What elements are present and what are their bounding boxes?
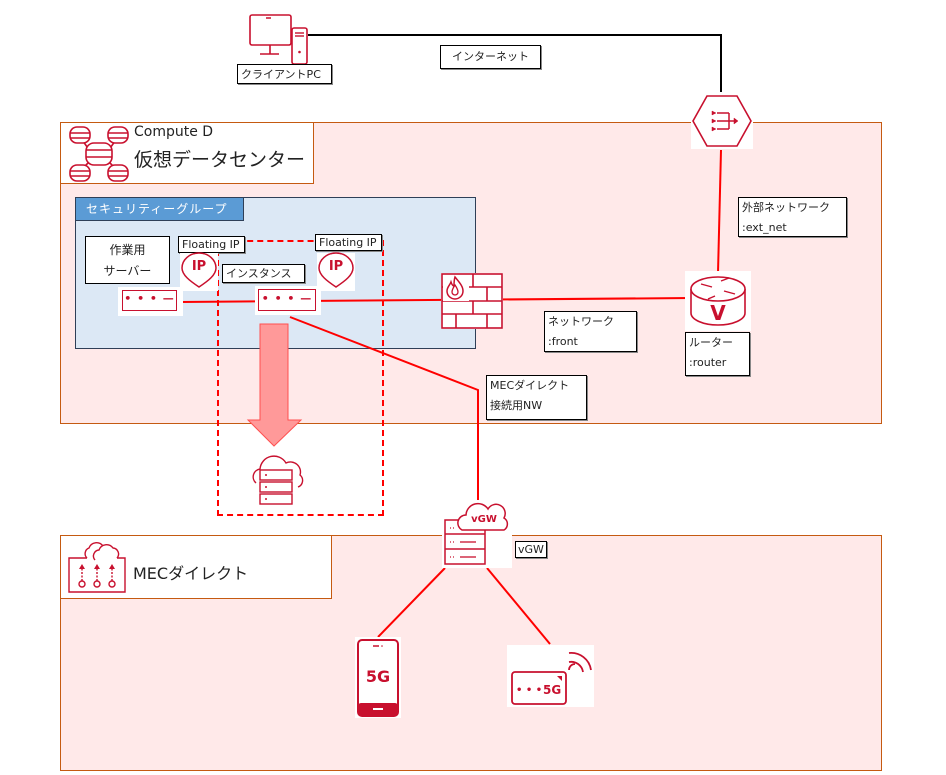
ext-net-label-line2: :ext_net: [742, 221, 787, 234]
desktop-pc-icon: [246, 12, 308, 65]
internet-line: [308, 34, 722, 92]
client-pc-label-text: クライアントPC: [241, 68, 321, 81]
migration-arrow: [246, 323, 303, 447]
router-5g-dots: • • •: [516, 685, 543, 696]
router-5g-badge: 5G: [543, 683, 562, 697]
5g-phone-icon[interactable]: 5G: [355, 637, 401, 718]
mec-nw-label-line2: 接続用NW: [490, 399, 543, 412]
instance-port-glyph: • • • —: [261, 292, 313, 305]
client-pc-label: クライアントPC: [237, 64, 332, 84]
instance-label-text: インスタンス: [226, 267, 292, 280]
floating-ip-badge-2: IP: [328, 259, 344, 274]
network-front-line2: :front: [548, 335, 578, 348]
ext-net-label: 外部ネットワーク :ext_net: [738, 197, 847, 237]
database-cluster-icon: [66, 125, 130, 183]
instance-port[interactable]: • • • —: [255, 286, 321, 315]
external-gateway-icon[interactable]: [691, 93, 753, 149]
mec-nw-label-line1: MECダイレクト: [490, 379, 570, 392]
floating-ip-label-1: Floating IP: [178, 236, 245, 253]
vgw-5grouter-line: [486, 567, 551, 645]
mec-title: MECダイレクト: [133, 564, 249, 583]
floating-ip-label-1-text: Floating IP: [182, 238, 240, 251]
router-badge: V: [710, 301, 726, 325]
work-server-port-glyph: • • • —: [124, 292, 175, 305]
vgw-label: vGW: [515, 541, 547, 558]
network-front-line1: ネットワーク: [548, 315, 614, 328]
work-server-line2: サーバー: [103, 264, 152, 278]
firewall-icon[interactable]: [441, 273, 503, 329]
compute-subtitle: 仮想データセンター: [134, 149, 306, 171]
ext-net-line: [717, 149, 722, 274]
ext-net-label-line1: 外部ネットワーク: [742, 201, 830, 214]
internet-label: インターネット: [440, 45, 541, 69]
work-server-port[interactable]: • • • —: [118, 287, 183, 316]
compute-title: Compute D: [134, 124, 214, 140]
floating-ip-icon-1[interactable]: IP: [180, 252, 218, 291]
mec-nw-line: [289, 316, 479, 503]
security-group-title: セキュリティーグループ: [75, 197, 244, 221]
mec-nw-label: MECダイレクト 接続用NW: [486, 375, 587, 420]
floating-ip-badge-1: IP: [191, 259, 207, 274]
vgw-label-text: vGW: [518, 543, 544, 556]
router-icon[interactable]: V: [685, 271, 751, 331]
instance-label: インスタンス: [222, 264, 305, 283]
work-server-line1: 作業用: [109, 243, 146, 257]
vgw-phone-line: [377, 567, 446, 638]
mec-direct-icon: [65, 538, 129, 596]
floating-ip-label-2-text: Floating IP: [319, 236, 377, 249]
internet-label-text: インターネット: [452, 50, 529, 63]
floating-ip-label-2: Floating IP: [315, 234, 382, 251]
network-front-label: ネットワーク :front: [544, 311, 637, 352]
instance-group-boundary: [217, 240, 384, 516]
router-label: ルーター :router: [685, 332, 750, 376]
router-label-line2: :router: [689, 356, 727, 369]
cloud-server-icon: [248, 453, 306, 507]
work-server-label: 作業用 サーバー: [85, 236, 170, 284]
vgw-badge: vGW: [471, 514, 497, 525]
floating-ip-icon-2[interactable]: IP: [317, 252, 355, 291]
router-label-line1: ルーター: [689, 336, 733, 349]
phone-5g-badge: 5G: [365, 667, 391, 686]
5g-router-icon[interactable]: • • • 5G: [507, 645, 594, 707]
vgw-icon[interactable]: vGW: [442, 500, 512, 568]
